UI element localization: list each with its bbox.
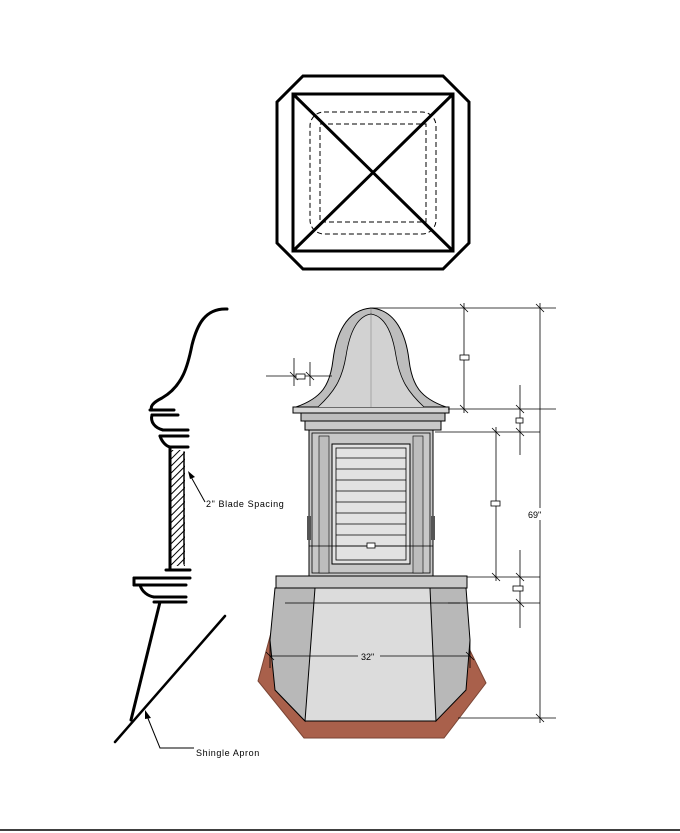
plan-dashed-inner bbox=[319, 123, 427, 223]
plan-inner-square bbox=[291, 92, 455, 253]
dimension-tags bbox=[295, 354, 524, 592]
plan-diagonal bbox=[291, 92, 455, 253]
apron-line bbox=[129, 600, 162, 722]
overall-height-label: 69" bbox=[528, 510, 541, 520]
louver-hatch bbox=[171, 450, 185, 566]
roof-profile bbox=[149, 307, 229, 412]
roof-cornice bbox=[304, 420, 442, 431]
elevation-view bbox=[257, 307, 487, 739]
label-shingle-apron: Shingle Apron bbox=[145, 710, 260, 758]
plan-dashed-outline bbox=[309, 111, 437, 235]
label-blade-spacing: 2" Blade Spacing bbox=[188, 471, 284, 509]
roof-slope-line bbox=[113, 614, 227, 744]
blade-spacing-label: 2" Blade Spacing bbox=[206, 499, 284, 509]
shingle-apron-label: Shingle Apron bbox=[196, 748, 260, 758]
base-width-label: 32" bbox=[361, 652, 374, 662]
base-cap bbox=[275, 575, 468, 589]
profile-section bbox=[113, 307, 229, 744]
plan-view bbox=[275, 74, 471, 271]
